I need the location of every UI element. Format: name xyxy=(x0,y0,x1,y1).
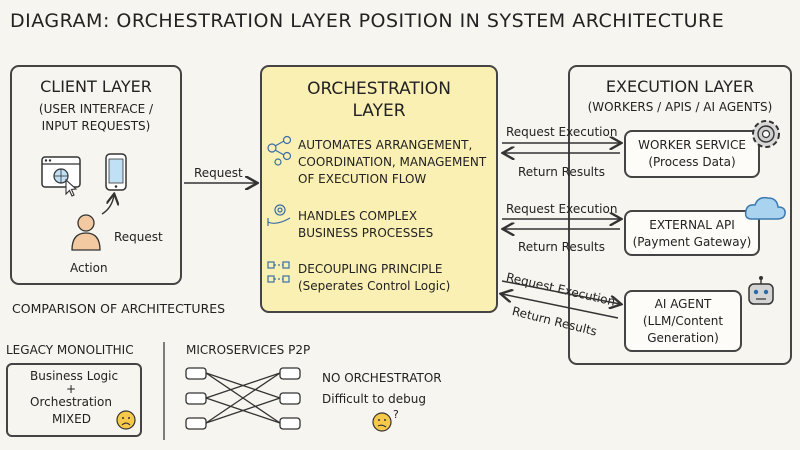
edge-request-label: Request xyxy=(194,166,243,180)
flow-2-request-label: Request Execution xyxy=(506,202,618,216)
orchestration-title-2: LAYER xyxy=(352,101,406,121)
user-icon xyxy=(71,214,101,251)
flow-1-result-label: Return Results xyxy=(518,165,605,179)
orchestration-feature-decoupling: DECOUPLING PRINCIPLE (Seperates Control … xyxy=(298,262,451,293)
worker-service-box: WORKER SERVICE (Process Data) xyxy=(624,130,760,178)
orchestration-title-1: ORCHESTRATION xyxy=(307,79,451,99)
client-action-arrow xyxy=(101,195,114,215)
execution-layer-title: EXECUTION LAYER xyxy=(605,77,755,96)
robot-icon xyxy=(748,276,774,305)
flow-arrows xyxy=(502,143,620,319)
diagram-title: DIAGRAM: ORCHESTRATION LAYER POSITION IN… xyxy=(10,10,725,32)
microservices-mesh xyxy=(185,367,301,430)
external-api-box: EXTERNAL API (Payment Gateway) xyxy=(624,210,760,256)
cloud-icon xyxy=(744,196,786,220)
execution-layer-subtitle: (WORKERS / APIS / AI AGENTS) xyxy=(587,100,773,114)
orchestration-feature-automates: AUTOMATES ARRANGEMENT, COORDINATION, MAN… xyxy=(298,138,487,186)
client-action-label: Action xyxy=(70,261,108,275)
microservices-title: MICROSERVICES P2P xyxy=(186,343,311,357)
legacy-title: LEGACY MONOLITHIC xyxy=(6,343,134,357)
legacy-line-orchestration: Orchestration xyxy=(30,395,112,409)
legacy-plus: + xyxy=(66,382,77,396)
client-layer-subtitle-1: (USER INTERFACE / xyxy=(38,102,154,116)
legacy-monolith-box: Business Logic + Orchestration MIXED xyxy=(6,363,142,437)
ai-agent-box: AI AGENT (LLM/Content Generation) xyxy=(624,290,742,352)
browser-window-icon xyxy=(41,156,81,197)
decoupling-icon xyxy=(267,261,290,283)
gear-icon xyxy=(752,120,780,148)
client-layer-subtitle-2: INPUT REQUESTS) xyxy=(41,119,151,133)
legacy-line-business: Business Logic xyxy=(30,369,119,383)
difficult-debug-note: Difficult to debug xyxy=(322,392,426,406)
confused-face-icon: ? xyxy=(372,408,399,432)
client-layer-box: CLIENT LAYER (USER INTERFACE / INPUT REQ… xyxy=(10,65,182,285)
client-request-label: Request xyxy=(114,230,163,244)
workflow-nodes-icon xyxy=(267,135,292,166)
orchestration-feature-complex-processes: HANDLES COMPLEX BUSINESS PROCESSES xyxy=(298,209,434,240)
no-orchestrator-note: NO ORCHESTRATOR xyxy=(322,371,442,385)
gear-hand-icon xyxy=(267,204,291,226)
legacy-line-mixed: MIXED xyxy=(52,412,91,426)
sad-face-icon xyxy=(116,410,136,430)
svg-text:?: ? xyxy=(393,408,399,421)
execution-layer-box: EXECUTION LAYER (WORKERS / APIS / AI AGE… xyxy=(568,65,792,365)
flow-1-request-label: Request Execution xyxy=(506,125,618,139)
client-layer-title: CLIENT LAYER xyxy=(40,77,152,96)
flow-2-result-label: Return Results xyxy=(518,240,605,254)
comparison-heading: COMPARISON OF ARCHITECTURES xyxy=(12,301,226,316)
mobile-phone-icon xyxy=(105,153,127,191)
orchestration-layer-box: ORCHESTRATION LAYER AUTOMATES ARRANGEMEN… xyxy=(260,65,498,313)
